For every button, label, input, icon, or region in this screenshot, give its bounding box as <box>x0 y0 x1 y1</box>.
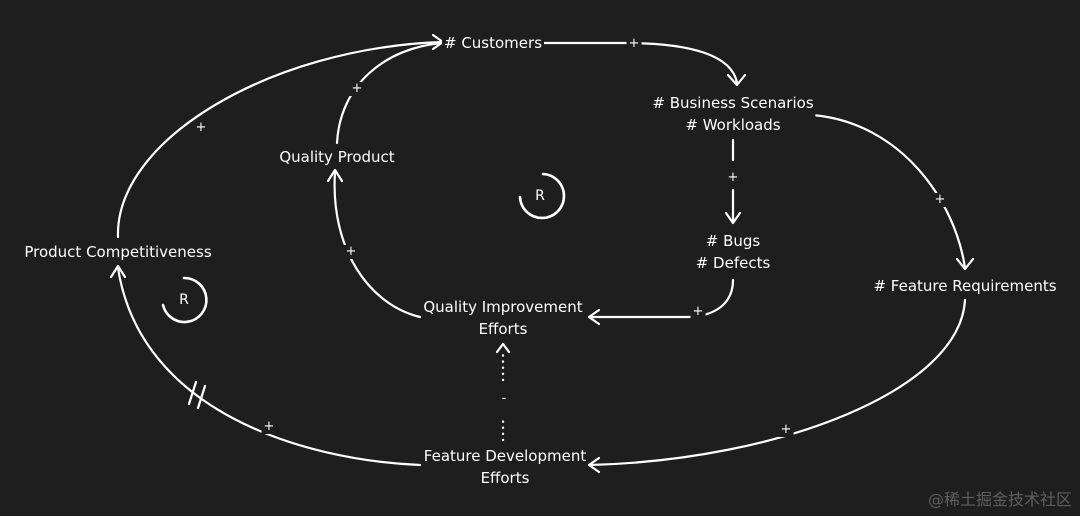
edge-quality-product-to-customers <box>335 41 444 145</box>
arrowhead-product-competitiveness <box>109 264 127 279</box>
node-customers-label: # Customers <box>443 34 543 52</box>
edge-business-scenarios-to-feature-requirements <box>810 113 967 270</box>
loop-arc-outer <box>161 276 208 324</box>
polarity-product-competitiveness-customers: + <box>193 120 209 135</box>
edge-product-competitiveness-to-customers <box>116 40 444 239</box>
polarity-business-scenarios-feature-requirements: + <box>932 192 948 207</box>
edge-feature-requirements-to-feature-development <box>588 298 967 467</box>
node-feature-requirements-label: # Feature Requirements <box>873 277 1057 295</box>
delay-mark <box>187 380 207 410</box>
polarity-customers-business-scenarios: + <box>626 36 642 51</box>
loop-arc-inner <box>518 172 566 220</box>
node-quality-product: Quality Product <box>277 146 397 168</box>
node-feature-development-line1: Feature Development <box>423 447 587 465</box>
node-customers: # Customers <box>441 32 545 54</box>
arrowhead-feature-development <box>587 456 601 474</box>
node-bugs-line1: # Bugs <box>705 232 761 250</box>
node-quality-improvement: Quality Improvement Efforts <box>421 296 585 340</box>
arrowhead-business-scenarios <box>726 73 747 87</box>
node-quality-improvement-line1: Quality Improvement <box>423 298 583 316</box>
node-business-scenarios-line2: # Workloads <box>685 116 781 134</box>
arrowhead-quality-improvement-dotted <box>495 342 511 354</box>
watermark: @稀土掘金技术社区 <box>927 490 1072 509</box>
edge-bugs-to-quality-improvement <box>588 278 735 319</box>
node-bugs-line2: # Defects <box>695 254 771 272</box>
polarity-business-scenarios-bugs: + <box>725 170 741 185</box>
loop-label-inner: R <box>535 188 545 204</box>
node-bugs: # Bugs # Defects <box>693 230 773 274</box>
polarity-feature-development-quality-improvement: - <box>499 391 509 406</box>
polarity-bugs-quality-improvement: + <box>690 304 706 319</box>
node-feature-requirements: # Feature Requirements <box>871 275 1059 297</box>
polarity-quality-product-customers: + <box>349 81 365 96</box>
node-business-scenarios: # Business Scenarios # Workloads <box>650 92 816 136</box>
node-quality-product-label: Quality Product <box>279 148 395 166</box>
loop-label-outer: R <box>179 292 189 308</box>
polarity-feature-requirements-feature-development: + <box>778 422 794 437</box>
polarity-feature-development-product-competitiveness: + <box>261 419 277 434</box>
node-feature-development: Feature Development Efforts <box>421 445 589 489</box>
arrowhead-bugs <box>724 211 742 225</box>
arrowhead-feature-requirements <box>955 257 975 271</box>
node-feature-development-line2: Efforts <box>480 469 530 487</box>
polarity-quality-improvement-quality-product: + <box>343 244 359 259</box>
node-business-scenarios-line1: # Business Scenarios <box>652 94 814 112</box>
node-product-competitiveness: Product Competitiveness <box>22 241 214 263</box>
arrowhead-quality-product <box>326 168 344 183</box>
node-product-competitiveness-label: Product Competitiveness <box>24 243 212 261</box>
edge-feature-development-to-product-competitiveness <box>116 266 422 467</box>
edge-quality-improvement-to-quality-product <box>333 170 422 319</box>
node-quality-improvement-line2: Efforts <box>478 320 528 338</box>
arrowhead-quality-improvement <box>587 308 601 326</box>
